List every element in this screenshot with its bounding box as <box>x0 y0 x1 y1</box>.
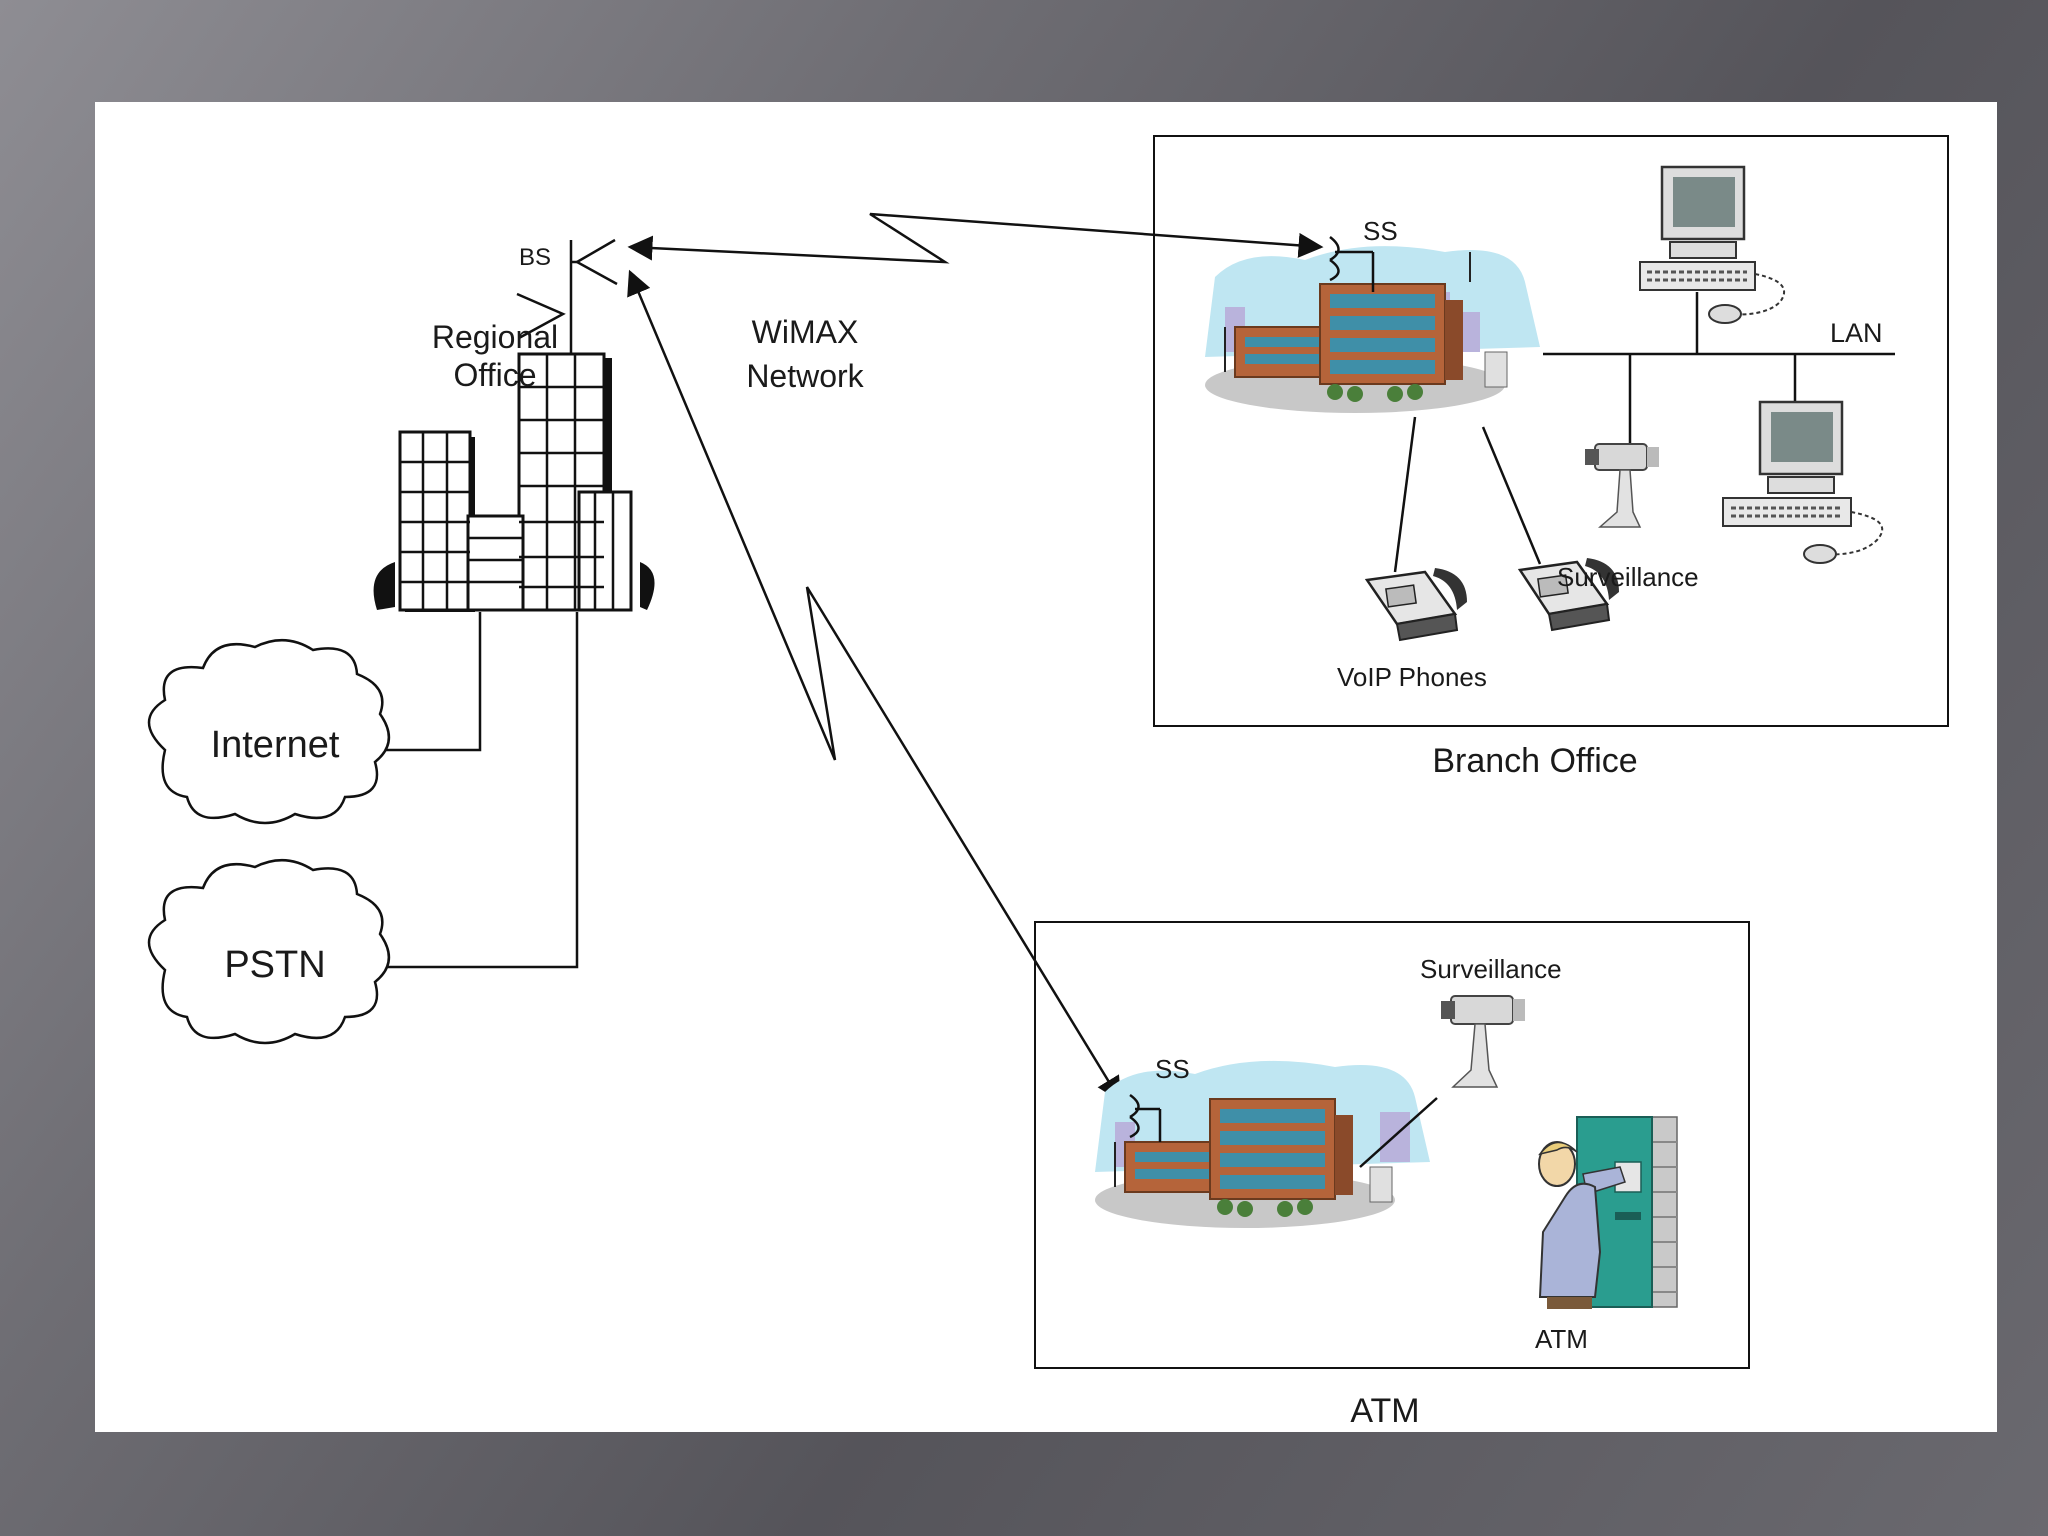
pstn-label: PSTN <box>224 944 326 986</box>
atm-ss-label: SS <box>1155 1054 1190 1084</box>
internet-cloud-icon <box>147 639 390 825</box>
wimax-label-line1: WiMAX <box>751 314 859 350</box>
atm-surveillance-camera-icon <box>1441 995 1525 1088</box>
voip-link <box>1481 426 1542 565</box>
atm-user-person-icon <box>1538 1141 1626 1309</box>
pstn-link <box>385 612 579 969</box>
wimax-link-branch <box>627 212 1324 264</box>
branch-office-label: Branch Office <box>1432 742 1638 780</box>
voip-link <box>1393 416 1417 573</box>
lan-bus <box>1543 292 1895 448</box>
voip-phone-icon <box>1517 558 1619 632</box>
voip-phones-label: VoIP Phones <box>1337 662 1487 692</box>
regional-office-label-line1: Regional <box>431 319 559 355</box>
wimax-link-atm <box>627 269 1122 1103</box>
wimax-label-line2: Network <box>746 358 864 394</box>
regional-office-label: Regional Office <box>395 318 595 394</box>
atm-site-label: ATM <box>1350 1392 1420 1430</box>
wimax-network-label: WiMAX Network <box>705 310 905 398</box>
internet-label: Internet <box>210 724 340 766</box>
atm-camera-link <box>1359 1097 1438 1168</box>
branch-surveillance-label: Surveillance <box>1557 562 1699 592</box>
bs-antenna-icon <box>516 238 618 354</box>
branch-surveillance-camera-icon <box>1585 443 1659 528</box>
atm-surveillance-label: Surveillance <box>1420 954 1562 984</box>
slide-canvas: BS Regional Office WiMAX Network Interne… <box>95 102 1997 1432</box>
atm-device-label: ATM <box>1535 1324 1588 1354</box>
internet-link <box>385 612 482 752</box>
computer-icon <box>1639 165 1786 324</box>
computer-icon <box>1722 400 1884 564</box>
pstn-cloud-icon <box>147 859 390 1045</box>
voip-phone-icon <box>1364 568 1467 642</box>
branch-ss-antenna-icon <box>1329 236 1375 292</box>
branch-building-icon <box>1205 246 1540 413</box>
regional-office-building-icon <box>373 352 655 612</box>
bs-label: BS <box>519 244 552 271</box>
branch-office-frame <box>1153 135 1949 727</box>
atm-site-building-icon <box>1095 1060 1430 1228</box>
network-diagram <box>147 135 1949 1369</box>
atm-frame <box>1034 921 1750 1369</box>
atm-ss-antenna-icon <box>1129 1093 1162 1142</box>
branch-ss-label: SS <box>1363 216 1398 246</box>
lan-label: LAN <box>1830 318 1883 348</box>
regional-office-label-line2: Office <box>453 357 537 393</box>
